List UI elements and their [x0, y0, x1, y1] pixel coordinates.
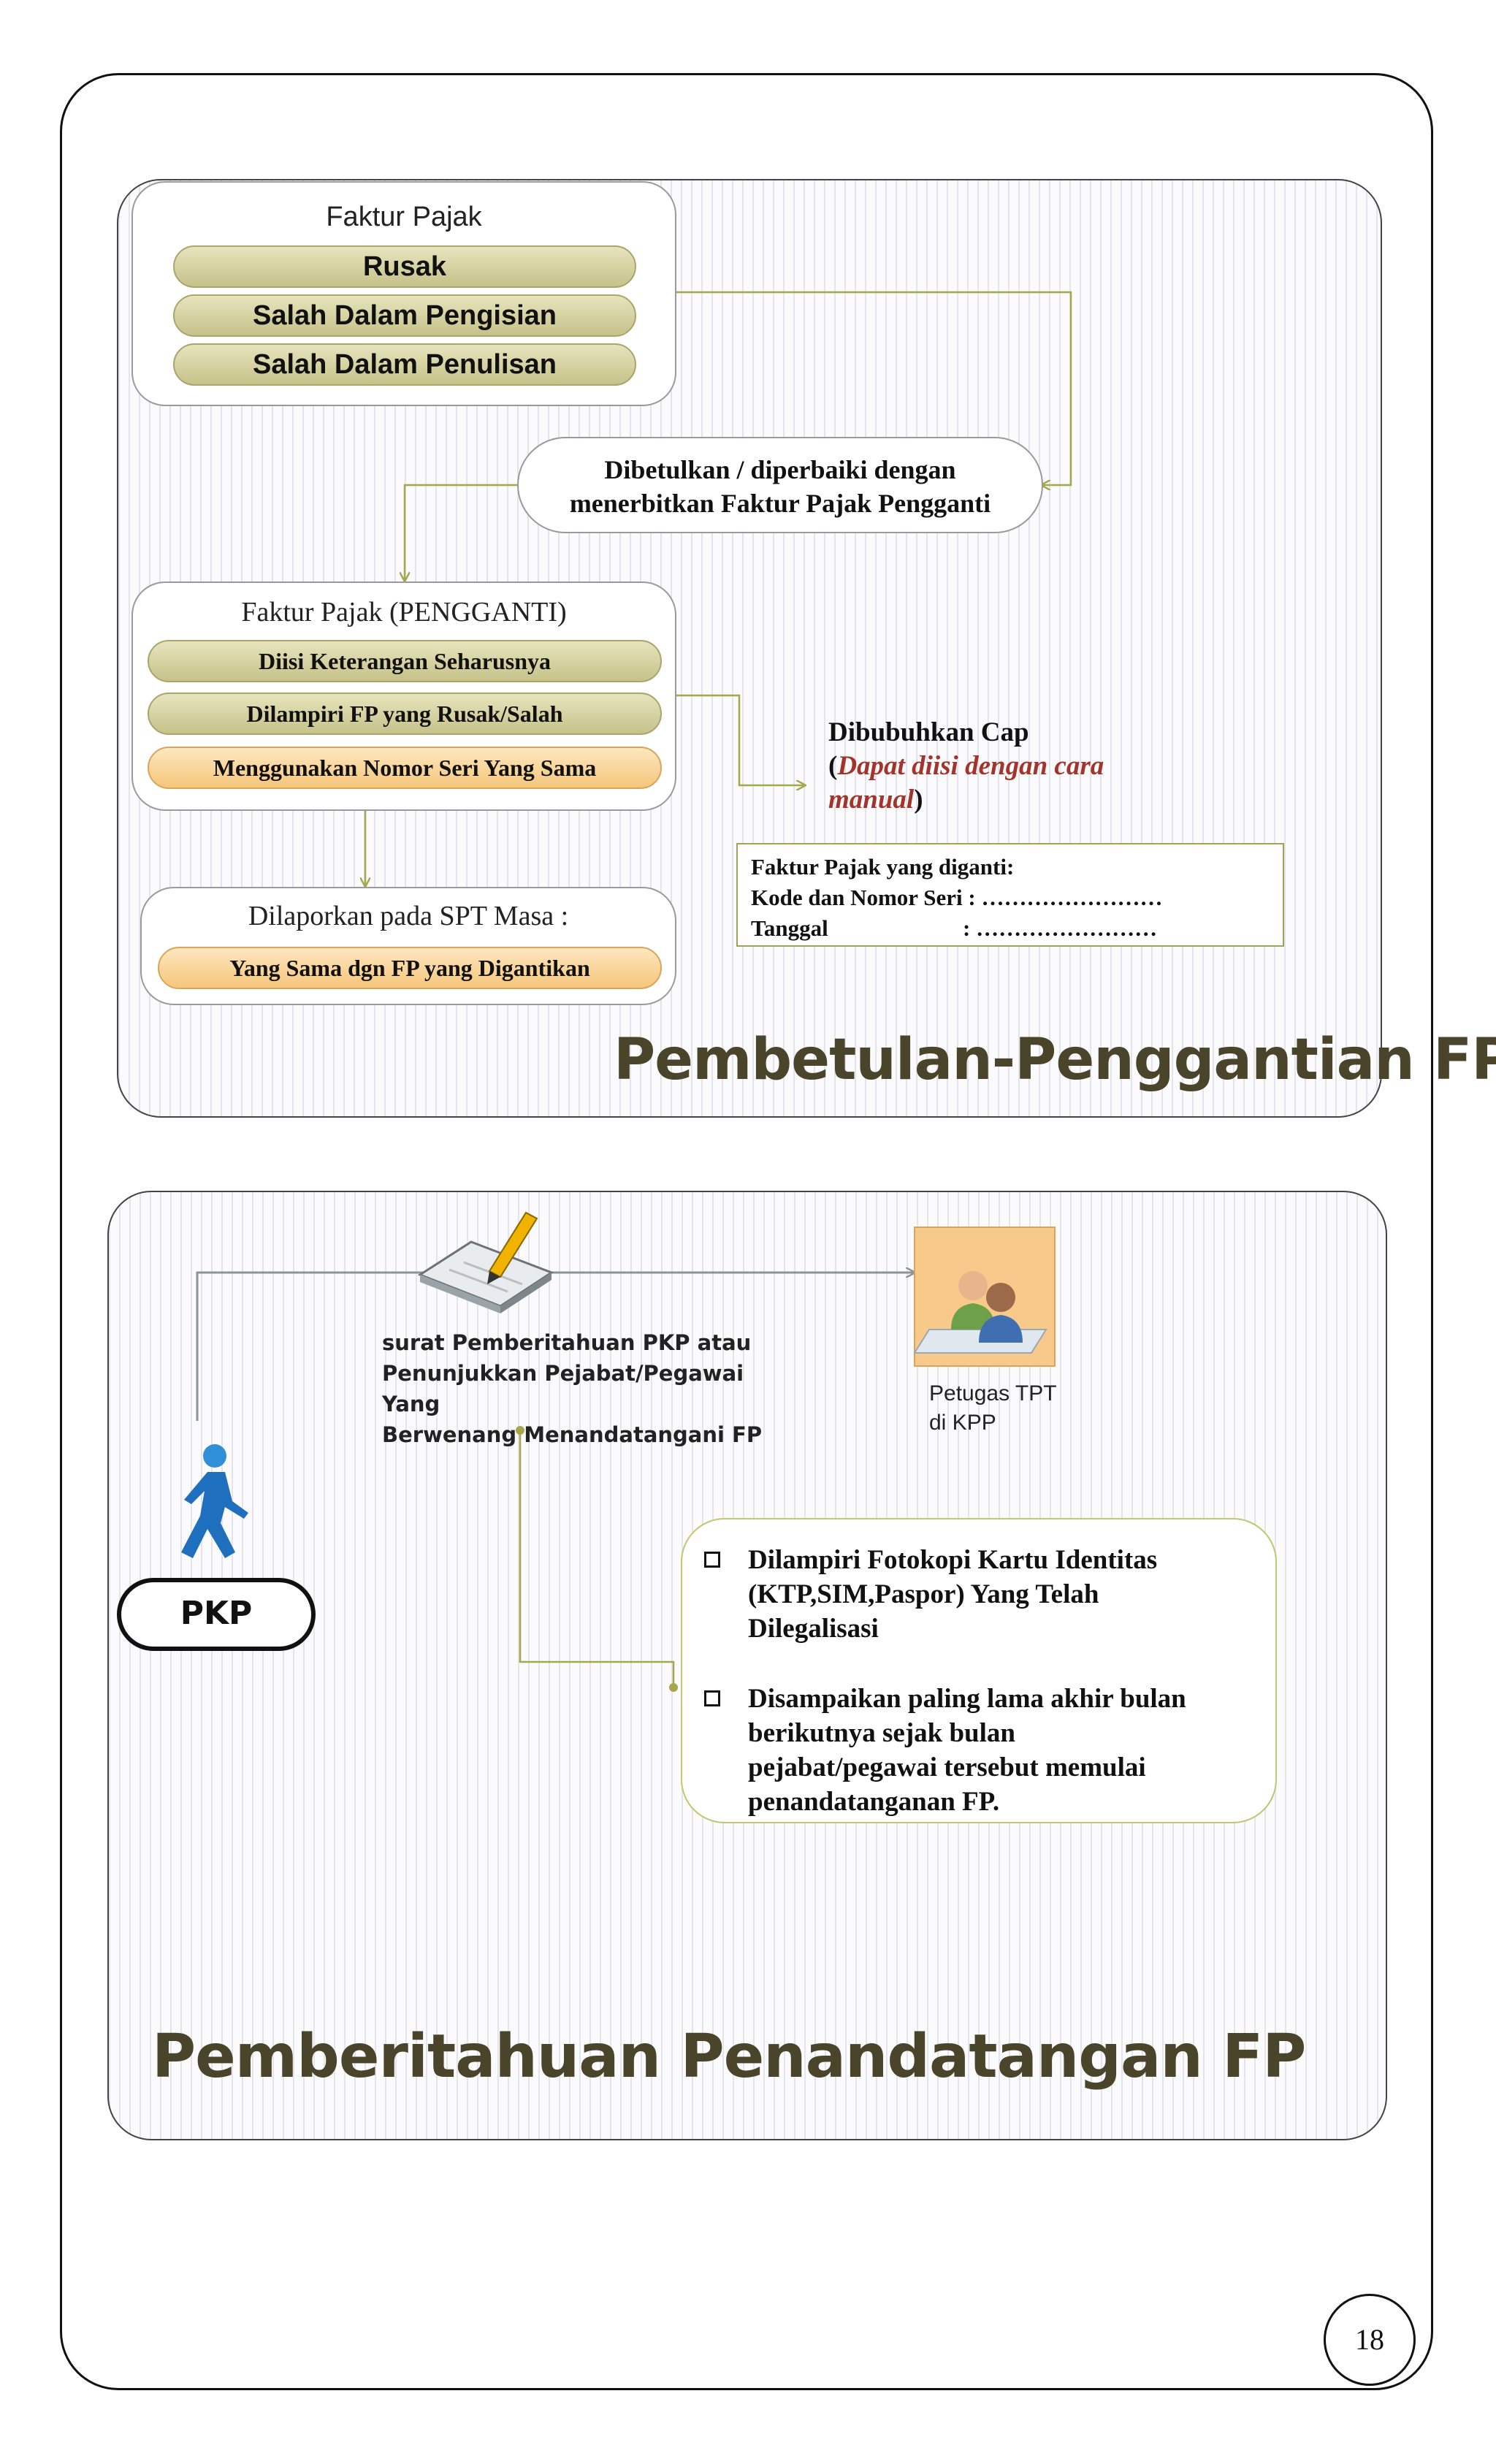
connector-top-to-middle [676, 291, 1072, 485]
officers-icon [913, 1227, 1056, 1367]
stamp-form-line1: Faktur Pajak yang diganti: [751, 854, 1015, 880]
requirement-2-line4: penandatanganan FP. [748, 1787, 1000, 1817]
stamp-form-tanggal-value: : …………………… [963, 915, 1158, 941]
stamp-italic-row1: (Dapat diisi dengan cara [828, 750, 1208, 783]
requirement-1-line1: Dilampiri Fotokopi Kartu Identitas [748, 1545, 1158, 1575]
faktur-pajak-box: Faktur Pajak Rusak Salah Dalam Pengisian… [131, 181, 676, 406]
faktur-pajak-title: Faktur Pajak [326, 202, 482, 232]
requirement-2-line1: Disampaikan paling lama akhir bulan [748, 1684, 1186, 1714]
pembetulan-box: Dibetulkan / diperbaiki dengan menerbitk… [517, 437, 1043, 533]
stamp-form-tanggal-label: Tanggal [751, 915, 828, 941]
page-number: 18 [1324, 2294, 1416, 2386]
document-caption: surat Pemberitahuan PKP atau Penunjukkan… [382, 1327, 791, 1450]
stamp-italic-line2: manual [828, 785, 915, 815]
walking-person-icon [181, 1444, 248, 1558]
pengganti-item-nomor-seri: Menggunakan Nomor Seri Yang Sama [148, 747, 662, 789]
connector-replacement-to-stamp [676, 694, 805, 785]
reason-salah-penulisan: Salah Dalam Penulisan [173, 343, 636, 386]
spt-masa-title: Dilaporkan pada SPT Masa : [248, 901, 569, 931]
requirement-1-line3: Dilegalisasi [748, 1614, 879, 1644]
reason-rusak: Rusak [173, 245, 636, 288]
connector-document-to-notes [519, 1430, 675, 1687]
document-caption-line1: surat Pemberitahuan PKP atau [382, 1330, 752, 1355]
document-caption-line3: Berwenang Menandatangani FP [382, 1422, 763, 1447]
faktur-pengganti-title: Faktur Pajak (PENGGANTI) [241, 597, 567, 628]
requirement-1-line2: (KTP,SIM,Paspor) Yang Telah [748, 1579, 1099, 1609]
requirement-item-2: Disampaikan paling lama akhir bulan beri… [704, 1682, 1253, 1819]
slide1-title: Pembetulan-Penggantian FP [614, 1027, 1496, 1093]
stamp-paren-close: ) [914, 785, 923, 815]
connector-dot-notes [669, 1683, 678, 1692]
reason-salah-pengisian: Salah Dalam Pengisian [173, 294, 636, 337]
officer-caption-line1: Petugas TPT [929, 1381, 1057, 1405]
pengganti-item-keterangan: Diisi Keterangan Seharusnya [148, 640, 662, 682]
stamp-heading: Dibubuhkan Cap [828, 717, 1029, 747]
stamp-form-line2: Kode dan Nomor Seri : …………………… [751, 885, 1163, 910]
connector-middle-to-replacement [405, 484, 519, 581]
stamp-form-line3: Tanggal : …………………… [751, 913, 1270, 944]
connector-pkp-to-officer [196, 1273, 915, 1421]
stamp-paren-open: ( [828, 751, 838, 781]
officer-caption: Petugas TPT di KPP [929, 1379, 1057, 1438]
requirement-2-line2: berikutnya sejak bulan [748, 1718, 1015, 1748]
document-pen-icon [417, 1211, 554, 1313]
stamp-italic-row2: manual) [828, 783, 1208, 817]
stamp-italic-line1: Dapat diisi dengan cara [837, 751, 1104, 781]
spt-masa-box: Dilaporkan pada SPT Masa : Yang Sama dgn… [140, 887, 676, 1005]
pembetulan-line1: Dibetulkan / diperbaiki dengan [604, 455, 956, 484]
connector-dot-document [516, 1426, 524, 1435]
requirement-2-line3: pejabat/pegawai tersebut memulai [748, 1752, 1146, 1782]
stamp-note: Dibubuhkan Cap (Dapat diisi dengan cara … [828, 716, 1208, 817]
page-frame [60, 73, 1433, 2390]
document-caption-line2: Penunjukkan Pejabat/Pegawai Yang [382, 1361, 744, 1416]
faktur-pengganti-box: Faktur Pajak (PENGGANTI) Diisi Keteranga… [131, 581, 676, 811]
pengganti-item-dilampiri: Dilampiri FP yang Rusak/Salah [148, 693, 662, 735]
requirement-item-1: Dilampiri Fotokopi Kartu Identitas (KTP,… [704, 1543, 1253, 1646]
requirements-box: Dilampiri Fotokopi Kartu Identitas (KTP,… [681, 1518, 1277, 1823]
pembetulan-line2: menerbitkan Faktur Pajak Pengganti [569, 489, 991, 518]
checkbox-bullet-icon [704, 1690, 720, 1706]
officer-caption-line2: di KPP [929, 1411, 996, 1435]
pkp-label: PKP [117, 1578, 316, 1651]
spt-masa-item: Yang Sama dgn FP yang Digantikan [158, 947, 662, 989]
stamp-form-box: Faktur Pajak yang diganti: Kode dan Nomo… [736, 843, 1284, 947]
slide2-title: Pemberitahuan Penandatangan FP [152, 2022, 1306, 2091]
checkbox-bullet-icon [704, 1552, 720, 1568]
